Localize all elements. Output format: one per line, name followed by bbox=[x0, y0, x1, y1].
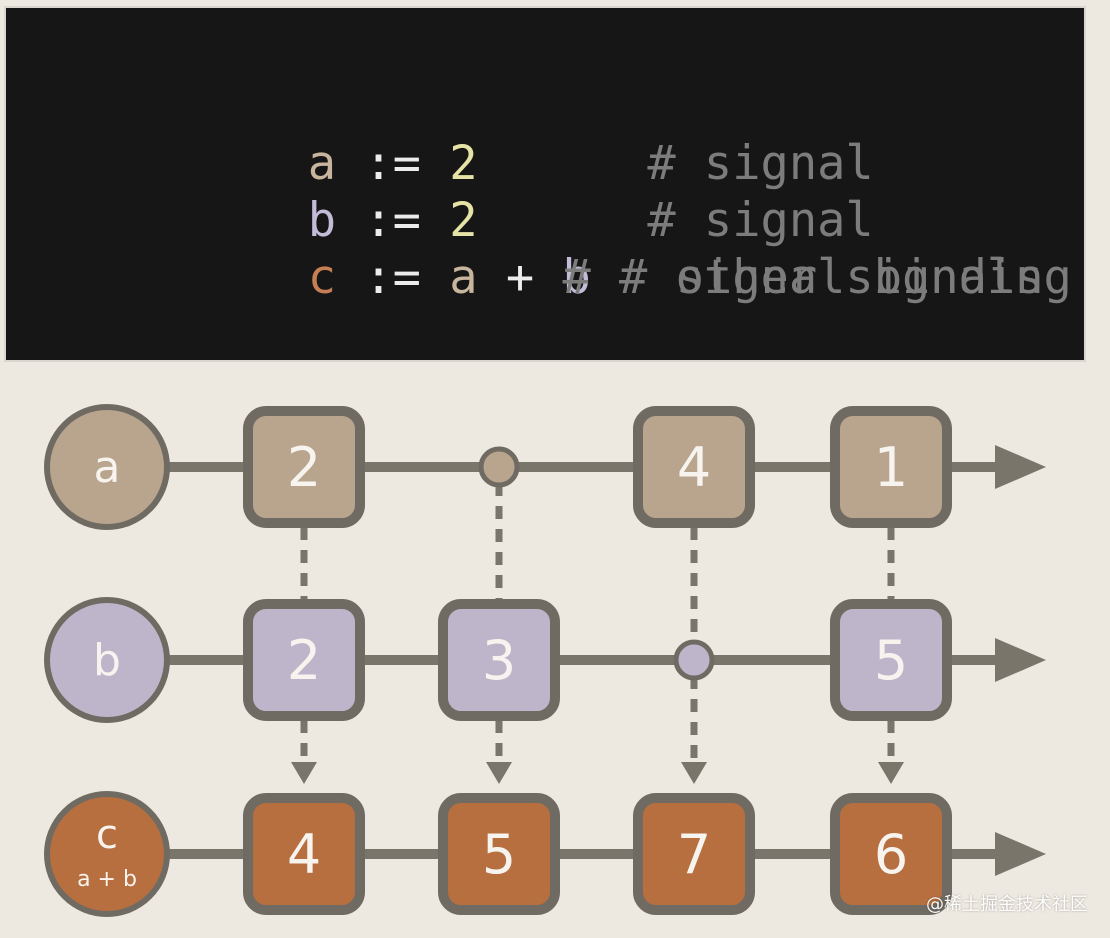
event-empty-b bbox=[673, 639, 715, 681]
event-value: 2 bbox=[287, 629, 321, 692]
arrow-head-icon bbox=[995, 638, 1046, 682]
code-assign: := bbox=[364, 250, 421, 305]
arrow-down-icon bbox=[681, 762, 707, 784]
arrow-down-icon bbox=[291, 762, 317, 784]
event-value: 1 bbox=[874, 436, 908, 499]
event-box-a bbox=[830, 406, 952, 528]
code-var: c bbox=[307, 250, 337, 305]
code-value: 2 bbox=[449, 136, 478, 191]
signal-label: b bbox=[93, 635, 121, 686]
code-line-b: b := 2 # signal bbox=[138, 135, 874, 306]
code-line-comment: # other signals bbox=[138, 249, 1044, 363]
signal-sublabel: a + b bbox=[77, 867, 137, 892]
event-value: 4 bbox=[677, 436, 711, 499]
code-operand-a: a bbox=[449, 250, 478, 305]
arrow-down-icon bbox=[878, 762, 904, 784]
event-value: 5 bbox=[482, 823, 516, 886]
code-operand-b: b bbox=[562, 250, 591, 305]
code-comment: # signal bbox=[647, 193, 874, 248]
signal-node-c bbox=[44, 791, 170, 917]
event-box-a bbox=[633, 406, 755, 528]
code-var: b bbox=[307, 193, 337, 248]
signal-label: c bbox=[96, 812, 118, 858]
code-comment: # signal bbox=[647, 136, 874, 191]
arrow-down-icon bbox=[486, 762, 512, 784]
code-panel: a := 2 # signal b := 2 # signal c := a +… bbox=[4, 6, 1086, 362]
event-box-c bbox=[633, 793, 755, 915]
signal-label: a bbox=[94, 442, 121, 493]
code-line-a: a := 2 # signal bbox=[138, 78, 874, 249]
code-assign: := bbox=[364, 193, 421, 248]
event-box-a bbox=[243, 406, 365, 528]
code-assign: := bbox=[364, 136, 421, 191]
code-var: a bbox=[307, 136, 337, 191]
arrow-head-icon bbox=[995, 832, 1046, 876]
code-comment: # other signals bbox=[562, 250, 1044, 305]
signal-node-a bbox=[44, 404, 170, 530]
event-value: 2 bbox=[287, 436, 321, 499]
code-plus: + bbox=[477, 250, 563, 305]
event-value: 7 bbox=[677, 823, 711, 886]
signal-node-b bbox=[44, 597, 170, 723]
event-box-b bbox=[438, 599, 560, 721]
dependency-layer bbox=[291, 483, 904, 784]
event-box-c bbox=[438, 793, 560, 915]
event-box-b bbox=[830, 599, 952, 721]
arrow-head-icon bbox=[995, 445, 1046, 489]
event-box-b bbox=[243, 599, 365, 721]
event-value: 3 bbox=[482, 629, 516, 692]
event-value: 4 bbox=[287, 823, 321, 886]
event-empty-a bbox=[478, 446, 520, 488]
event-box-c bbox=[830, 793, 952, 915]
watermark: @稀土掘金技术社区 bbox=[926, 894, 1088, 915]
event-value: 5 bbox=[874, 629, 908, 692]
node-layer: a b c a + b 2 4 1 2 3 5 4 5 7 6 bbox=[44, 404, 952, 917]
code-comment: # signal binding bbox=[619, 250, 1072, 305]
code-value: 2 bbox=[449, 193, 478, 248]
signal-diagram: a b c a + b 2 4 1 2 3 5 4 5 7 6 bbox=[44, 404, 1046, 917]
event-value: 6 bbox=[874, 823, 908, 886]
event-box-c bbox=[243, 793, 365, 915]
code-line-c: c := a + b # signal binding bbox=[138, 192, 1072, 363]
